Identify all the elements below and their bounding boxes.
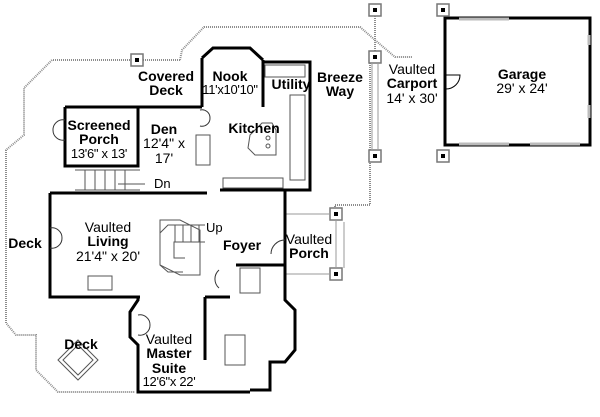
stairs-up-label: Up xyxy=(206,220,223,235)
room-name: Kitchen xyxy=(228,120,280,136)
interior-details xyxy=(57,64,306,381)
room-prefix: Vaulted xyxy=(145,331,193,347)
room-name: Den xyxy=(150,121,178,137)
room-name: Covered xyxy=(137,68,195,84)
room-name: Living xyxy=(87,233,129,250)
room-covered-deck: Covered Deck xyxy=(138,69,194,98)
room-den: Den 12'4" x 17' xyxy=(143,122,185,165)
room-breeze-way: Breeze Way xyxy=(317,70,363,99)
room-garage: Garage 29' x 24' xyxy=(496,67,547,96)
room-dims: 12'6"x 22' xyxy=(142,373,196,389)
room-name: Breeze xyxy=(317,69,363,85)
room-porch: Vaulted Porch xyxy=(286,232,332,261)
room-prefix: Vaulted xyxy=(84,219,132,235)
doors xyxy=(49,109,286,336)
room-name: Suite xyxy=(151,359,187,376)
room-name: Deck xyxy=(8,235,42,251)
room-dims: 21'4" x 20' xyxy=(75,247,141,264)
stairs-down-label: Dn xyxy=(154,176,171,191)
room-name: Deck xyxy=(149,82,183,99)
room-dims: 13'6" x 13' xyxy=(70,145,128,161)
room-living: Vaulted Living 21'4" x 20' xyxy=(76,220,140,263)
room-name: Carport xyxy=(386,75,438,92)
room-carport: Vaulted Carport 14' x 30' xyxy=(386,62,437,105)
room-utility: Utility xyxy=(271,76,311,92)
room-dims: 12'4" x xyxy=(143,135,185,152)
room-name: Garage xyxy=(497,66,547,82)
room-deck-south: Deck xyxy=(64,336,98,352)
room-name: Nook xyxy=(212,68,248,84)
room-name: Porch xyxy=(79,131,119,148)
room-dims: 11'x10'10" xyxy=(202,82,258,98)
room-foyer: Foyer xyxy=(222,237,262,253)
room-prefix: Vaulted xyxy=(388,61,436,77)
stairs-down xyxy=(75,169,145,191)
room-name: Way xyxy=(325,83,355,100)
garage xyxy=(443,16,592,147)
breeze-way-posts xyxy=(285,63,379,275)
room-deck-west: Deck xyxy=(8,235,42,251)
room-master-suite: Vaulted Master Suite 12'6"x 22' xyxy=(143,332,196,388)
room-kitchen: Kitchen xyxy=(228,120,280,136)
room-dims: 17' xyxy=(154,149,174,166)
room-prefix: Vaulted xyxy=(285,231,333,247)
room-name: Foyer xyxy=(222,237,262,253)
room-name: Master xyxy=(146,345,192,362)
room-name: Screened xyxy=(67,117,131,133)
room-dims: 29' x 24' xyxy=(496,80,548,97)
room-name: Deck xyxy=(64,336,98,352)
room-name: Utility xyxy=(271,76,311,92)
stairs-up xyxy=(159,224,205,273)
room-dims: 14' x 30' xyxy=(386,89,438,106)
room-nook: Nook 11'x10'10" xyxy=(202,69,258,97)
room-name: Porch xyxy=(289,245,329,262)
room-screened-porch: Screened Porch 13'6" x 13' xyxy=(67,118,130,160)
